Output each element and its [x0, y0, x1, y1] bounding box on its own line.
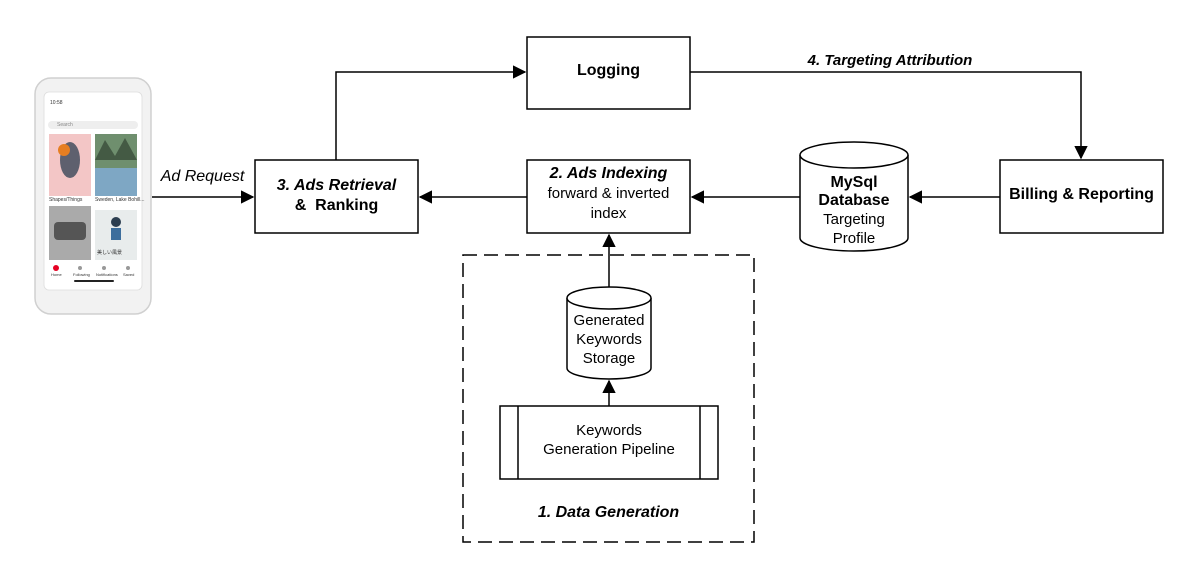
database-label: Database [818, 192, 890, 209]
retrieval-to-logging-arrow [335, 65, 527, 160]
ads-ranking-label: & Ranking [294, 197, 379, 214]
logging-box [526, 36, 691, 110]
ads-indexing-line3: index [590, 205, 627, 222]
phone-search-placeholder: Search [57, 122, 73, 128]
keywords-storage-cylinder [566, 286, 652, 380]
storage-line3: Storage [582, 350, 636, 367]
pipeline-box [499, 405, 719, 480]
ad-request-label: Ad Request [160, 168, 245, 185]
saved-icon [126, 266, 130, 270]
targeting-attribution-label: 4. Targeting Attribution [807, 52, 973, 69]
ads-indexing-box [526, 159, 691, 234]
pipeline-line1: Keywords [576, 422, 642, 439]
pin-caption-2: Sweden, Lake Bohill... [95, 197, 145, 203]
data-generation-label: 1. Data Generation [537, 504, 680, 521]
ads-indexing-title: 2. Ads Indexing [549, 165, 668, 182]
pipeline-line2: Generation Pipeline [543, 441, 675, 458]
following-icon [78, 266, 82, 270]
logging-to-billing-arrow [690, 71, 1088, 160]
logging-label: Logging [576, 62, 641, 79]
phone-search-bar [48, 121, 138, 129]
pin-caption-4: 美しい風景 [97, 250, 123, 256]
nav-notifications-label: Notifications [96, 272, 118, 277]
phone-time: 10:58 [50, 100, 63, 106]
ads-retrieval-label: 3. Ads Retrieval [276, 177, 397, 194]
notifications-icon [102, 266, 106, 270]
mysql-cylinder [799, 141, 909, 252]
data-generation-group [462, 254, 755, 543]
smartphone-illustration [34, 77, 152, 315]
ads-indexing-line2: forward & inverted [547, 185, 670, 202]
home-icon [53, 265, 59, 271]
ads-retrieval-box [254, 159, 419, 234]
mysql-label: MySql [830, 174, 878, 191]
nav-saved-label: Saved [123, 272, 135, 277]
targeting-label: Targeting [823, 211, 885, 228]
nav-home-label: Home [51, 272, 62, 277]
home-indicator [74, 280, 114, 282]
storage-line2: Keywords [576, 331, 642, 348]
billing-label: Billing & Reporting [1009, 186, 1154, 203]
profile-label: Profile [832, 230, 876, 247]
nav-following-label: Following [73, 272, 90, 277]
pin-caption-1: Shapes/Things [49, 197, 83, 203]
storage-line1: Generated [573, 312, 645, 329]
